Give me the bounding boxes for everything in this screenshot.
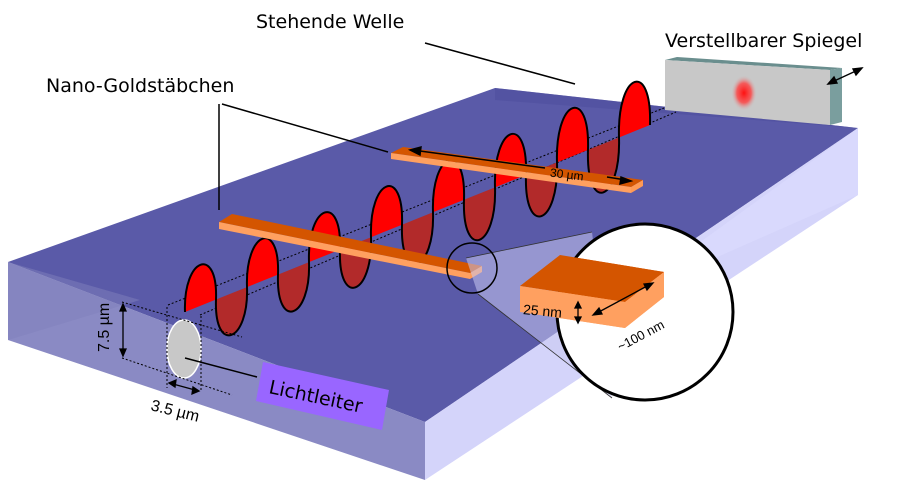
lichtleiter-label-bg xyxy=(256,362,389,430)
laser-spot xyxy=(731,75,757,111)
rod-side-face xyxy=(391,153,631,193)
magnifier-small-circle xyxy=(446,242,498,294)
rod-top-face xyxy=(391,147,643,187)
zoomed-rod-top xyxy=(520,255,664,302)
wave-lobe-upper xyxy=(370,186,403,238)
wave-lobe-upper xyxy=(556,107,589,163)
width-arrow xyxy=(591,282,655,316)
waveguide: 7.5 µm 3.5 µm Lichtleiter xyxy=(96,301,389,430)
wave-lobe-lower xyxy=(277,262,310,312)
mirror-side xyxy=(830,68,842,125)
zoomed-rod-front xyxy=(520,286,625,328)
rod-thickness-label: 25 nm xyxy=(522,301,562,320)
wave-lobe-upper xyxy=(184,264,217,312)
double-arrow-icon xyxy=(826,67,864,85)
rod-side-face xyxy=(219,222,470,279)
wave-lobe-upper xyxy=(246,238,279,288)
wave-lobe-upper xyxy=(618,81,651,138)
substrate-block xyxy=(8,88,858,480)
waveguide-height-label: 7.5 µm xyxy=(96,303,113,352)
rod-length-arrow xyxy=(407,145,634,186)
gold-rods-label: Nano-Goldstäbchen xyxy=(46,75,234,97)
rod-top-face xyxy=(219,214,482,273)
wave-lobe-lower xyxy=(463,187,496,241)
mirror-label: Verstellbarer Spiegel xyxy=(665,30,862,52)
gold-rod-back: 30 µm xyxy=(391,145,643,193)
waveguide-pointer-line xyxy=(184,357,258,378)
waveguide-core xyxy=(166,319,202,379)
wave-lobe-lower xyxy=(215,287,248,336)
adjustable-mirror xyxy=(665,57,864,125)
mirror-top xyxy=(665,57,842,70)
zoomed-rod-side xyxy=(625,272,664,328)
thickness-arrow xyxy=(573,300,583,325)
wave-lobe-upper xyxy=(432,159,465,213)
magnifier: 25 nm ~100 nm xyxy=(446,222,735,402)
substrate-front-face-shade xyxy=(8,262,140,340)
rod-end-face xyxy=(631,180,643,193)
leader-lines xyxy=(218,42,576,210)
substrate-top-face xyxy=(8,88,858,422)
width-arrow xyxy=(167,378,201,396)
rod-length-label: 30 µm xyxy=(549,166,584,184)
standing-wave-label: Stehende Welle xyxy=(256,11,404,33)
height-arrow xyxy=(119,302,127,358)
substrate-front-face xyxy=(8,262,425,480)
